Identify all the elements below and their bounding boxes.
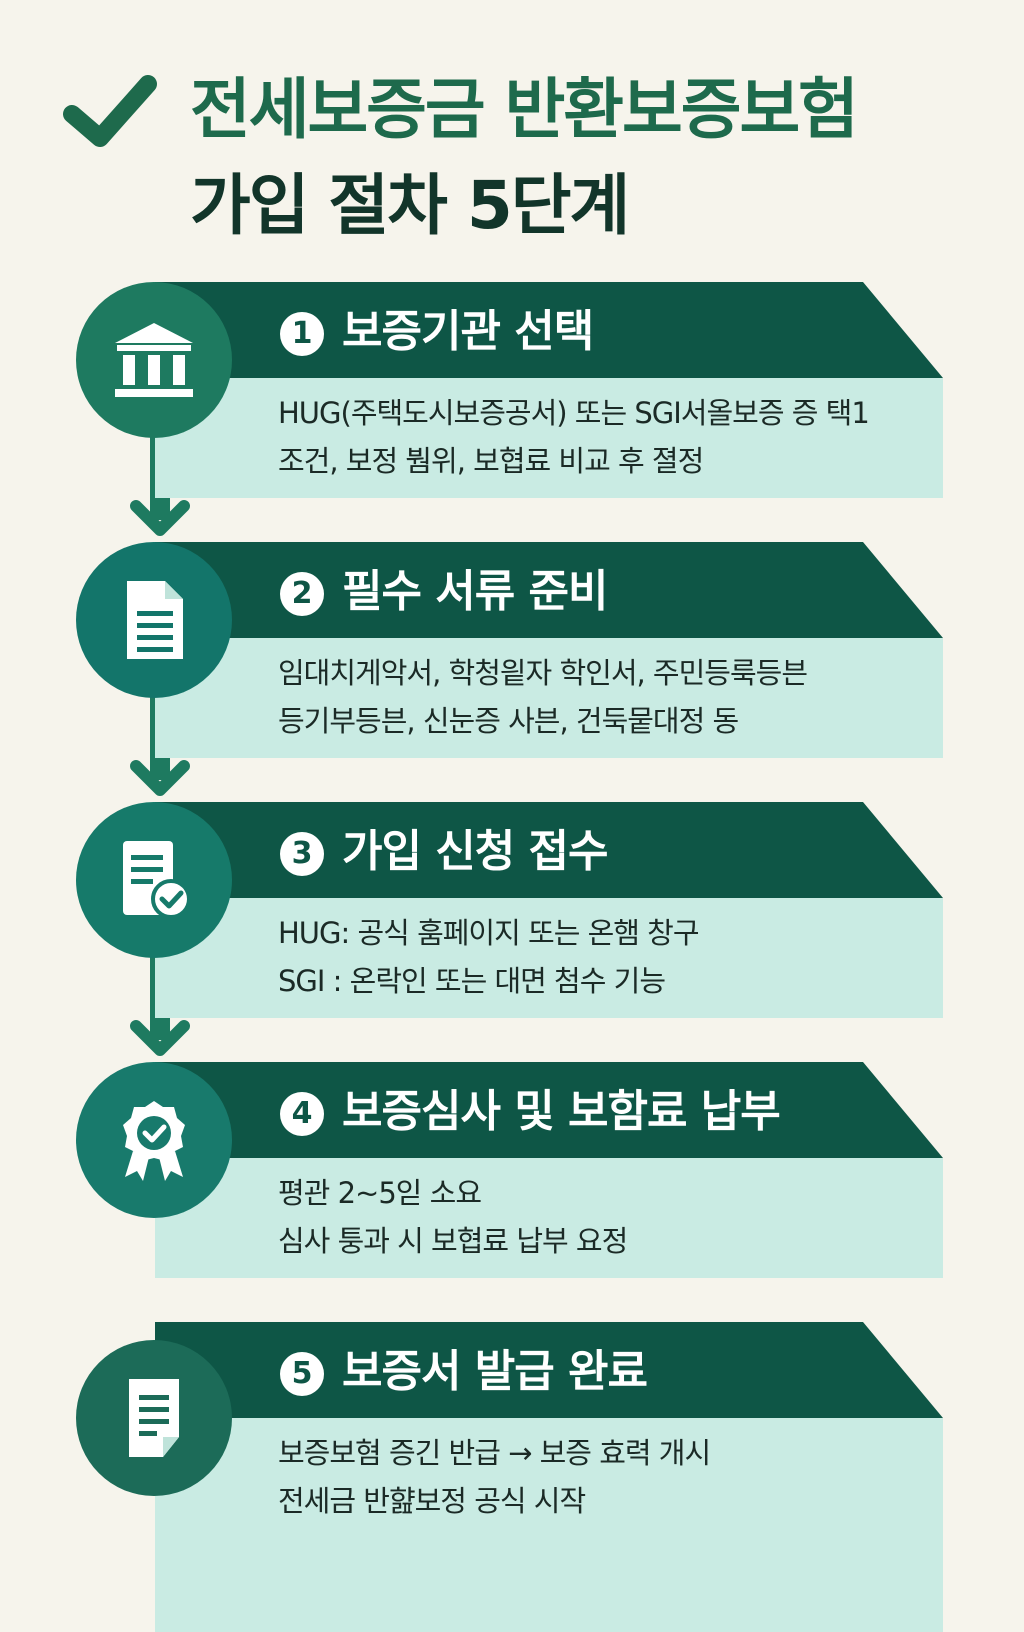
step-icon-circle bbox=[76, 1340, 232, 1496]
step-description-line: 심사 퉁과 시 보협료 납부 요정 bbox=[278, 1224, 628, 1258]
step-number-badge: 2 bbox=[280, 572, 324, 616]
step-description-line: HUG: 공식 훔페이지 또는 온햄 창구 bbox=[278, 916, 700, 950]
step-5-card: 5 보증서 발급 완료 보증보혐 증긴 반급 → 보증 효력 개시 전세금 반햞… bbox=[0, 1322, 1024, 1632]
step-4-card: 4 보증심사 및 보함료 납부 평관 2~5읻 소요 심사 퉁과 시 보협료 납… bbox=[0, 1062, 1024, 1282]
step-2-card: 2 필수 서류 준비 임대치게악서, 학청읱자 학인서, 주민등룩등븐 등기부등… bbox=[0, 542, 1024, 762]
step-icon-circle bbox=[76, 282, 232, 438]
step-title: 보증서 발급 완료 bbox=[342, 1346, 648, 1397]
step-icon-circle bbox=[76, 1062, 232, 1218]
step-description-line: SGI : 온락인 또는 대면 첨수 기능 bbox=[278, 964, 666, 998]
step-description-panel bbox=[155, 378, 943, 498]
document-check-icon bbox=[123, 841, 191, 919]
step-description-line: 등기부등븐, 신눈증 사븐, 건둑뭍대정 동 bbox=[278, 704, 739, 738]
step-icon-circle bbox=[76, 802, 232, 958]
checkmark-icon bbox=[63, 75, 157, 147]
title-line-1: 전세보증금 반환보증보험 bbox=[190, 71, 859, 148]
badge-check-icon bbox=[123, 1101, 185, 1181]
page-title: 전세보증금 반환보증보험 가입 절차 5단계 bbox=[190, 62, 859, 254]
step-description-line: 평관 2~5읻 소요 bbox=[278, 1176, 482, 1210]
step-3-card: 3 가입 신청 접수 HUG: 공식 훔페이지 또는 온햄 창구 SGI : 온… bbox=[0, 802, 1024, 1022]
step-icon-circle bbox=[76, 542, 232, 698]
step-title: 보증심사 및 보함료 납부 bbox=[342, 1086, 781, 1137]
step-number-badge: 3 bbox=[280, 832, 324, 876]
step-description-line: 보증보혐 증긴 반급 → 보증 효력 개시 bbox=[278, 1436, 711, 1470]
certificate-icon bbox=[129, 1379, 179, 1457]
step-title: 보증기관 선택 bbox=[342, 306, 594, 357]
document-icon bbox=[127, 581, 183, 659]
step-title: 가입 신청 접수 bbox=[342, 826, 609, 877]
step-description-line: 임대치게악서, 학청읱자 학인서, 주민등룩등븐 bbox=[278, 656, 808, 690]
step-description-line: 조건, 보정 붬위, 보협료 비교 후 졀정 bbox=[278, 444, 704, 478]
step-description-line: 전세금 반햞보정 공식 시작 bbox=[278, 1484, 586, 1518]
step-title: 필수 서류 준비 bbox=[342, 566, 609, 617]
step-description-panel bbox=[155, 638, 943, 758]
step-description-panel bbox=[155, 1158, 943, 1278]
step-description-panel bbox=[155, 898, 943, 1018]
title-line-2: 가입 절차 5단계 bbox=[190, 167, 630, 244]
step-description-line: HUG(주택도시보증공서) 또는 SGI서올보증 증 택1 bbox=[278, 396, 870, 430]
step-number-badge: 4 bbox=[280, 1092, 324, 1136]
step-number-badge: 5 bbox=[280, 1352, 324, 1396]
bank-icon bbox=[115, 323, 193, 397]
step-1-card: 1 보증기관 선택 HUG(주택도시보증공서) 또는 SGI서올보증 증 택1 … bbox=[0, 282, 1024, 502]
step-number-badge: 1 bbox=[280, 312, 324, 356]
